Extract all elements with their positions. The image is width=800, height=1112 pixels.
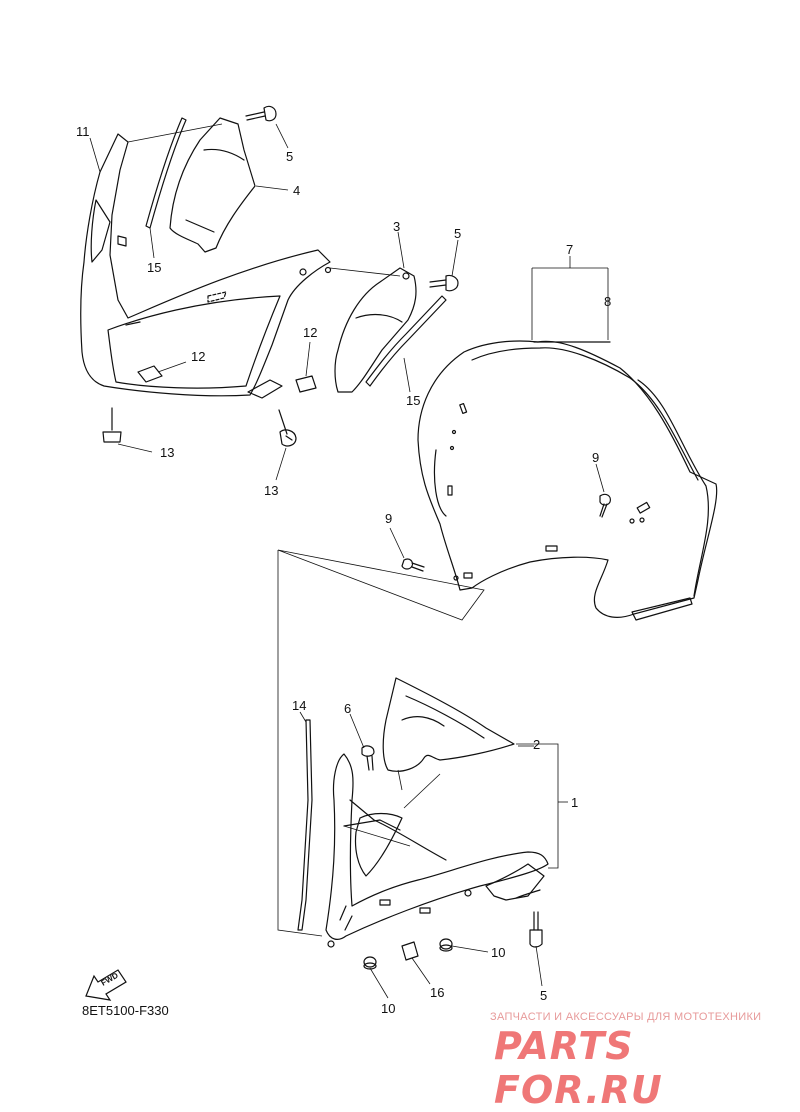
callout-5-bottom: 5 xyxy=(540,988,547,1003)
callout-12-left: 12 xyxy=(191,349,205,364)
bolt-5-bottom xyxy=(529,911,543,948)
callout-5-mid: 5 xyxy=(454,226,461,241)
callout-15-right: 15 xyxy=(406,393,420,408)
watermark-tagline: ЗАПЧАСТИ И АКСЕССУАРЫ ДЛЯ МОТОТЕХНИКИ xyxy=(490,1011,762,1023)
bolt-5-top xyxy=(245,105,277,122)
screw-9-left xyxy=(401,558,425,572)
leader-lines xyxy=(89,123,605,999)
right-inner-panel-part xyxy=(334,267,417,393)
callout-10-left: 10 xyxy=(381,1001,395,1016)
callout-9-left: 9 xyxy=(385,511,392,526)
upper-cowling-part xyxy=(325,677,549,948)
callout-6: 6 xyxy=(344,701,351,716)
watermark-logo: PARTS FOR.RU xyxy=(494,1024,663,1112)
callout-7: 7 xyxy=(566,242,573,257)
callout-10-right: 10 xyxy=(491,945,505,960)
windscreen-part xyxy=(417,340,718,621)
callout-15-left: 15 xyxy=(147,260,161,275)
screw-13-left xyxy=(102,407,122,443)
strip-14 xyxy=(297,719,313,931)
fwd-arrow-icon: FWD xyxy=(85,969,127,1001)
callout-11: 11 xyxy=(76,124,90,139)
weather-strip-right xyxy=(365,295,447,387)
callout-5-top: 5 xyxy=(286,149,293,164)
speed-nut-16 xyxy=(401,941,419,961)
callout-13-right: 13 xyxy=(264,483,278,498)
screw-6 xyxy=(361,745,375,771)
left-side-cowling-part xyxy=(80,133,332,397)
screw-13-right xyxy=(278,409,297,447)
screw-9-right xyxy=(599,493,611,518)
grommet-10-left xyxy=(363,956,377,970)
callout-numbers: 11 5 4 15 3 5 7 8 12 12 15 13 13 9 9 14 … xyxy=(76,124,611,1016)
callout-4: 4 xyxy=(293,183,300,198)
callout-14: 14 xyxy=(292,698,306,713)
grommet-10-right xyxy=(439,938,453,952)
diagram-code: 8ET5100-F330 xyxy=(82,1003,169,1018)
reference-lines xyxy=(127,123,609,937)
clip-bracket xyxy=(247,379,283,399)
callout-16: 16 xyxy=(430,985,444,1000)
speed-nut-right xyxy=(295,375,317,393)
callout-8: 8 xyxy=(604,294,611,309)
callout-13-left: 13 xyxy=(160,445,174,460)
bolt-5-mid xyxy=(429,274,459,292)
callout-3: 3 xyxy=(393,219,400,234)
speed-nut-left xyxy=(137,365,163,383)
callout-12-right: 12 xyxy=(303,325,317,340)
callout-2: 2 xyxy=(533,737,540,752)
inner-panel-part xyxy=(169,117,256,253)
callout-1: 1 xyxy=(571,795,578,810)
callout-9-right: 9 xyxy=(592,450,599,465)
